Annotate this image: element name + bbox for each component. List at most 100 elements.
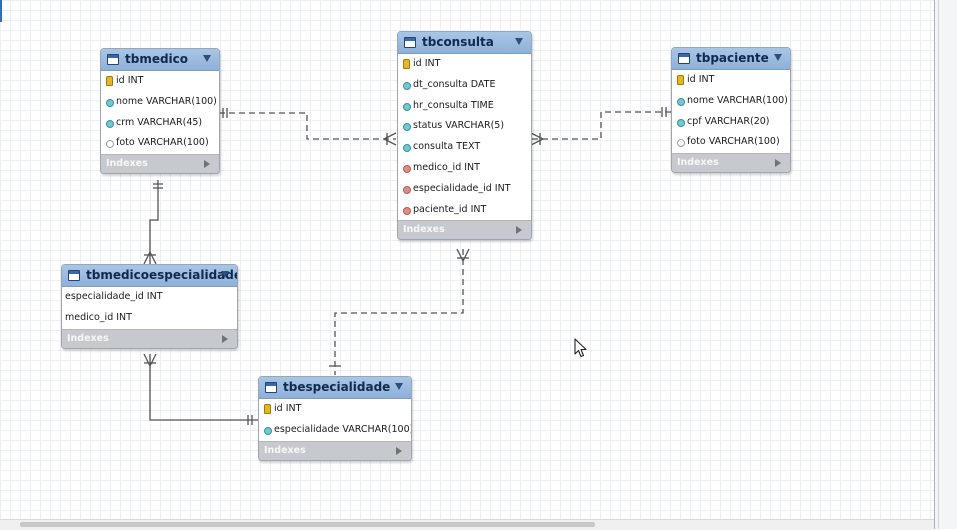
column-row[interactable]: id INT	[672, 70, 790, 91]
column-row[interactable]: id INT	[101, 71, 219, 92]
column-row[interactable]: paciente_id INT	[398, 200, 531, 221]
relationship-especialidade-medicoespecialidade[interactable]	[143, 353, 258, 425]
primary-key-icon	[403, 59, 410, 69]
collapse-arrow-icon[interactable]	[203, 55, 211, 62]
nullable-column-icon	[106, 140, 114, 149]
indexes-section[interactable]: Indexes	[259, 440, 411, 460]
expand-arrow-icon[interactable]	[222, 334, 228, 343]
table-name: tbpaciente	[696, 51, 769, 65]
table-tbespecialidade[interactable]: tbespecialidade id INT especialidade VARC…	[258, 376, 412, 461]
column-row[interactable]: nome VARCHAR(100)	[672, 91, 790, 112]
relationship-lines	[143, 107, 671, 425]
collapse-arrow-icon[interactable]	[774, 54, 782, 61]
table-tbmedico[interactable]: tbmedico id INT nome VARCHAR(100) crm VARC…	[100, 48, 220, 175]
column-row[interactable]: especialidade_id INT	[398, 179, 531, 200]
indexes-section[interactable]: Indexes	[62, 328, 237, 348]
column-label: hr_consulta TIME	[413, 99, 494, 111]
foreign-key-icon	[403, 206, 411, 215]
foreign-key-icon	[403, 164, 411, 173]
not-null-column-icon	[106, 98, 114, 107]
relationship-medico-consulta[interactable]	[219, 108, 397, 146]
relationship-paciente-consulta[interactable]	[530, 107, 671, 146]
column-row[interactable]: id INT	[398, 54, 531, 75]
column-label: crm VARCHAR(45)	[116, 116, 203, 128]
side-panel-edge	[934, 0, 957, 529]
column-label: id INT	[274, 403, 302, 414]
indexes-section[interactable]: Indexes	[398, 220, 531, 240]
nullable-column-icon	[677, 139, 685, 148]
table-header[interactable]: tbmedico	[101, 49, 219, 71]
column-label: consulta TEXT	[413, 141, 481, 153]
column-row[interactable]: medico_id INT	[398, 158, 531, 179]
horizontal-scrollbar[interactable]	[0, 519, 934, 530]
column-label: id INT	[116, 75, 144, 86]
scrollbar-thumb[interactable]	[20, 522, 595, 527]
column-label: nome VARCHAR(100)	[116, 95, 217, 107]
table-icon	[265, 382, 277, 393]
column-row[interactable]: foto VARCHAR(100)	[101, 133, 219, 154]
column-row[interactable]: consulta TEXT	[398, 137, 531, 158]
table-name: tbmedicoespecialidade	[86, 268, 238, 282]
diagram-canvas[interactable]: tbmedico id INT nome VARCHAR(100) crm VARC…	[0, 0, 934, 519]
column-row[interactable]: dt_consulta DATE	[398, 75, 531, 96]
table-header[interactable]: tbespecialidade	[259, 377, 411, 399]
collapse-arrow-icon[interactable]	[515, 38, 523, 45]
expand-arrow-icon[interactable]	[516, 226, 522, 235]
indexes-section[interactable]: Indexes	[101, 154, 219, 174]
column-label: id INT	[413, 58, 441, 69]
column-row[interactable]: medico_id INT	[62, 308, 237, 329]
table-tbmedicoespecialidade[interactable]: tbmedicoespecialidade especialidade_id I…	[61, 264, 238, 349]
column-row[interactable]: nome VARCHAR(100)	[101, 92, 219, 113]
column-row[interactable]: status VARCHAR(5)	[398, 116, 531, 137]
table-header[interactable]: tbconsulta	[398, 32, 531, 54]
table-icon	[107, 54, 119, 65]
expand-arrow-icon[interactable]	[396, 446, 402, 455]
not-null-column-icon	[264, 426, 272, 435]
table-tbpaciente[interactable]: tbpaciente id INT nome VARCHAR(100) cpf VA…	[671, 47, 791, 174]
foreign-key-icon	[403, 185, 411, 194]
table-icon	[404, 37, 416, 48]
table-name: tbconsulta	[422, 35, 494, 49]
mouse-pointer-icon	[574, 338, 587, 358]
column-label: medico_id INT	[65, 311, 132, 323]
column-label: dt_consulta DATE	[413, 78, 496, 90]
column-row[interactable]: foto VARCHAR(100)	[672, 132, 790, 153]
relationship-medico-medicoespecialidade[interactable]	[143, 180, 163, 265]
not-null-column-icon	[403, 144, 411, 153]
collapse-arrow-icon[interactable]	[221, 271, 229, 278]
indexes-label: Indexes	[264, 444, 306, 456]
column-label: cpf VARCHAR(20)	[687, 115, 770, 127]
column-label: medico_id INT	[413, 161, 480, 173]
selection-marker	[0, 0, 2, 22]
column-row[interactable]: crm VARCHAR(45)	[101, 113, 219, 134]
column-row[interactable]: hr_consulta TIME	[398, 96, 531, 117]
column-label: especialidade VARCHAR(100)	[274, 423, 412, 435]
column-row[interactable]: id INT	[259, 399, 411, 420]
table-name: tbmedico	[125, 52, 189, 66]
indexes-section[interactable]: Indexes	[672, 153, 790, 173]
table-icon	[68, 270, 80, 281]
column-label: foto VARCHAR(100)	[116, 137, 209, 149]
table-header[interactable]: tbpaciente	[672, 48, 790, 70]
relationship-especialidade-consulta[interactable]	[329, 248, 470, 375]
not-null-column-icon	[677, 118, 685, 127]
column-row[interactable]: especialidade VARCHAR(100)	[259, 420, 411, 441]
expand-arrow-icon[interactable]	[204, 160, 210, 169]
column-row[interactable]: cpf VARCHAR(20)	[672, 112, 790, 133]
not-null-column-icon	[403, 102, 411, 111]
column-row[interactable]: especialidade_id INT	[62, 287, 237, 308]
expand-arrow-icon[interactable]	[775, 159, 781, 168]
not-null-column-icon	[106, 119, 114, 128]
not-null-column-icon	[677, 97, 685, 106]
indexes-label: Indexes	[677, 157, 719, 169]
column-label: foto VARCHAR(100)	[687, 136, 780, 148]
table-tbconsulta[interactable]: tbconsulta id INT dt_consulta DATE hr_cons…	[397, 31, 532, 241]
primary-key-icon	[106, 76, 113, 86]
column-label: especialidade_id INT	[65, 291, 163, 302]
column-label: nome VARCHAR(100)	[687, 94, 788, 106]
not-null-column-icon	[403, 123, 411, 132]
indexes-label: Indexes	[106, 158, 148, 170]
collapse-arrow-icon[interactable]	[395, 383, 403, 390]
table-header[interactable]: tbmedicoespecialidade	[62, 265, 237, 287]
column-label: id INT	[687, 74, 715, 85]
